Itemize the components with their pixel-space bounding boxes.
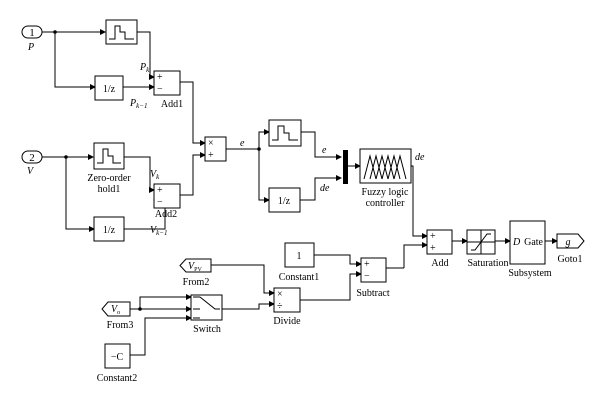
add-block[interactable]: + + Add [426, 229, 453, 269]
zoh-label-line1: Zero-order [87, 173, 131, 184]
product-plus-sign: + [208, 150, 214, 161]
add-plus-sign-2: + [430, 243, 436, 254]
constant1-label: Constant1 [279, 272, 320, 283]
unit-delay-bottom-label: 1/z [103, 225, 116, 236]
saturation-curve-icon [471, 233, 491, 251]
fuzzy-label-line1: Fuzzy logic [362, 187, 409, 198]
unit-delay-top-label: 1/z [103, 84, 116, 95]
subtract-block[interactable]: + − Subtract [356, 257, 390, 299]
signal-de-lower: de [320, 183, 330, 194]
signal-lines [42, 29, 558, 356]
signal-p-km1: Pk−1 [129, 98, 147, 110]
signal-e-upper: e [322, 145, 327, 156]
signal-de-output: de [415, 152, 425, 163]
saturation-label: Saturation [467, 258, 508, 269]
divide-div-sign: ÷ [277, 301, 283, 312]
from2-label: From2 [183, 277, 210, 288]
inport-v-number: 2 [29, 152, 35, 164]
subsystem-output-gate: Gate [524, 237, 543, 248]
switch-icon [199, 296, 220, 310]
add2-plus-sign: + [157, 185, 163, 196]
subtract-minus-sign: − [364, 271, 370, 282]
zero-order-hold-top[interactable] [105, 19, 138, 45]
divide-block[interactable]: × ÷ Divide [273, 287, 301, 327]
subsystem-input-d: D [512, 237, 521, 248]
add-plus-sign-1: + [430, 231, 436, 242]
from3-label: From3 [107, 320, 134, 331]
subsystem-label: Subsystem [508, 268, 552, 279]
inport-v-name: V [27, 166, 35, 177]
inport-p-name: P [27, 42, 34, 53]
signal-v-km1: Vk−1 [150, 225, 167, 237]
mux-block[interactable] [343, 150, 348, 184]
fuzzy-logic-controller[interactable]: Fuzzy logic controller [359, 148, 412, 209]
divide-times-sign: × [277, 289, 283, 300]
switch-block[interactable]: Switch [190, 294, 223, 335]
from2-block[interactable]: VPV From2 [179, 258, 212, 288]
from3-block[interactable]: Vo From3 [101, 301, 134, 331]
pulse-icon [272, 125, 298, 141]
subtract-plus-sign: + [364, 259, 370, 270]
goto-label: Goto1 [558, 254, 583, 265]
product-times-sign: × [208, 138, 214, 149]
pulse-icon [97, 148, 121, 164]
zero-order-hold1[interactable]: Zero-order hold1 [87, 142, 131, 195]
saturation-block[interactable]: Saturation [466, 229, 509, 269]
fuzzy-label-line2: controller [366, 198, 406, 209]
switch-label: Switch [193, 324, 221, 335]
add1-plus-sign: + [157, 72, 163, 83]
subtract-label: Subtract [356, 288, 390, 299]
divide-label: Divide [273, 316, 301, 327]
subsystem-block[interactable]: D Gate Subsystem [508, 220, 552, 279]
signal-p-k: Pk [139, 62, 150, 74]
goto1-block[interactable]: g Goto1 [556, 233, 585, 265]
constant1-value: 1 [297, 251, 302, 262]
inport-p-number: 1 [29, 27, 35, 39]
add2-label: Add2 [155, 209, 177, 220]
add1-minus-sign: − [157, 84, 163, 95]
unit-delay-right-label: 1/z [278, 196, 291, 207]
add1-block[interactable]: + − Add1 [153, 70, 183, 110]
from2-tag: VPV [188, 261, 202, 273]
signal-v-k: Vk [150, 169, 160, 181]
product-block[interactable]: × + [204, 136, 227, 162]
constant2-value: −C [111, 352, 124, 363]
constant2-block[interactable]: −C Constant2 [97, 343, 138, 384]
from3-tag: Vo [111, 304, 120, 316]
unit-delay-top[interactable]: 1/z [94, 75, 124, 101]
unit-delay-bottom[interactable]: 1/z [93, 216, 125, 242]
pulse-icon [109, 25, 134, 40]
goto-tag: g [566, 237, 571, 248]
zoh-label-line2: hold1 [98, 184, 121, 195]
constant2-label: Constant2 [97, 373, 138, 384]
add1-label: Add1 [161, 99, 183, 110]
zero-order-hold-right[interactable] [268, 119, 302, 147]
constant1-block[interactable]: 1 Constant1 [279, 242, 320, 283]
inport-p[interactable]: 1 P [21, 25, 43, 53]
add2-minus-sign: − [157, 197, 163, 208]
signal-e-label: e [240, 138, 245, 149]
membership-functions-icon [363, 154, 407, 180]
add-label: Add [431, 258, 448, 269]
inport-v[interactable]: 2 V [21, 150, 43, 177]
add2-block[interactable]: + − Add2 [153, 183, 181, 220]
unit-delay-right[interactable]: 1/z [268, 187, 301, 213]
